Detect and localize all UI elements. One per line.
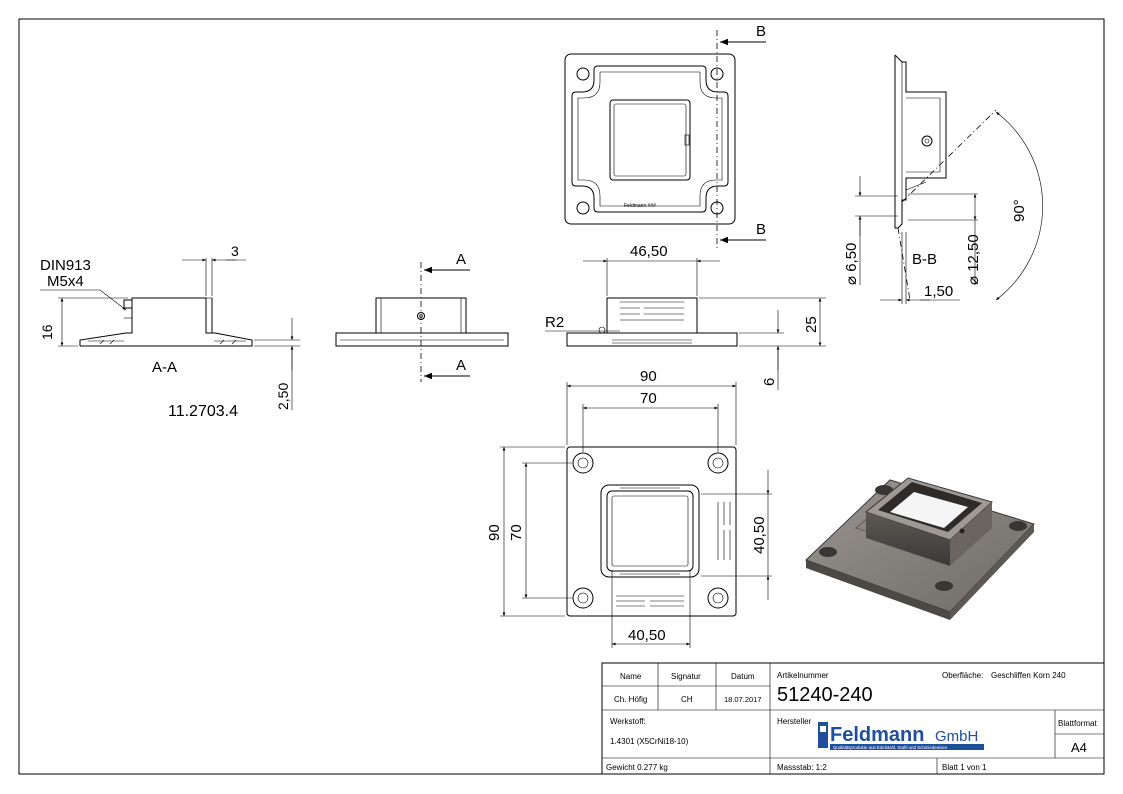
dim-width-4650: 46,50 (630, 243, 668, 260)
dim-diameter-650: ⌀ 6,50 (843, 243, 860, 285)
isometric-render (805, 477, 1035, 620)
dim-height-70: 70 (508, 524, 525, 541)
dim-thickness-6: 6 (761, 378, 778, 386)
tb-signature: CH (681, 695, 693, 704)
section-aa-label: A-A (152, 359, 177, 376)
tb-date-header: Datum (731, 672, 755, 681)
tb-surface-value: Geschliffen Korn 240 (991, 671, 1066, 680)
section-marker-a-top: A (456, 251, 466, 268)
top-view (564, 53, 736, 225)
section-marker-b-top: B (756, 23, 766, 40)
tb-name-header: Name (620, 672, 642, 681)
front-view (335, 262, 509, 382)
logo-suffix: GmbH (935, 728, 978, 745)
dim-plate-250: 2,50 (275, 383, 291, 410)
tb-format-value: A4 (1071, 740, 1087, 755)
section-marker-a-bottom: A (456, 357, 466, 374)
engraving-text: Feldmann ### (624, 203, 656, 209)
section-bb-view (894, 54, 947, 301)
dim-radius-r2: R2 (545, 314, 564, 331)
tb-name: Ch. Höfig (614, 695, 647, 704)
sheet-border (18, 18, 1105, 775)
tb-article-number: 51240-240 (777, 684, 873, 706)
tb-date: 18.07.2017 (724, 695, 762, 704)
dim-height-16: 16 (39, 324, 55, 340)
tb-material-label: Werkstoff: (610, 717, 646, 726)
logo-text: Feldmann (830, 724, 924, 746)
section-aa-view (79, 297, 253, 347)
setscrew-std: DIN913 (40, 257, 91, 274)
section-bb-label: B-B (912, 251, 937, 268)
setscrew-size: M5x4 (47, 273, 84, 290)
tb-manufacturer-label: Hersteller (777, 717, 812, 726)
dim-offset-150: 1,50 (924, 283, 953, 300)
title-block (601, 662, 1105, 775)
tb-signature-header: Signatur (671, 672, 701, 681)
dim-wall: 3 (231, 243, 239, 259)
dim-height-25: 25 (803, 316, 820, 333)
dim-width-70: 70 (640, 390, 657, 407)
tb-scale: Massstab: 1:2 (777, 763, 827, 772)
plan-view (566, 446, 737, 617)
tb-weight: Gewicht 0.277 kg (606, 763, 668, 772)
tb-article-label: Artikelnummer (777, 671, 829, 680)
dim-height-4050: 40,50 (751, 516, 768, 554)
dim-width-90: 90 (640, 368, 657, 385)
dim-width-4050: 40,50 (628, 627, 666, 644)
dim-height-90: 90 (486, 524, 503, 541)
section-marker-b-bottom: B (756, 221, 766, 238)
tb-format-label: Blattformat (1058, 719, 1097, 728)
side-elevation-view (566, 297, 738, 347)
dim-diameter-1250: ⌀ 12,50 (965, 234, 982, 285)
part-label: 11.2703.4 (168, 403, 238, 420)
tb-material-value: 1.4301 (X5CrNi18-10) (610, 737, 689, 746)
dim-angle-90: 90° (1011, 199, 1028, 222)
tb-sheet: Blatt 1 von 1 (942, 763, 987, 772)
logo-tagline: Qualitätsprodukte aus Edelstahl, Stahl u… (833, 745, 948, 750)
manufacturer-logo: Feldmann GmbH Qualitätsprodukte aus Edel… (818, 722, 984, 750)
tb-surface-label: Oberfläche: (942, 671, 983, 680)
